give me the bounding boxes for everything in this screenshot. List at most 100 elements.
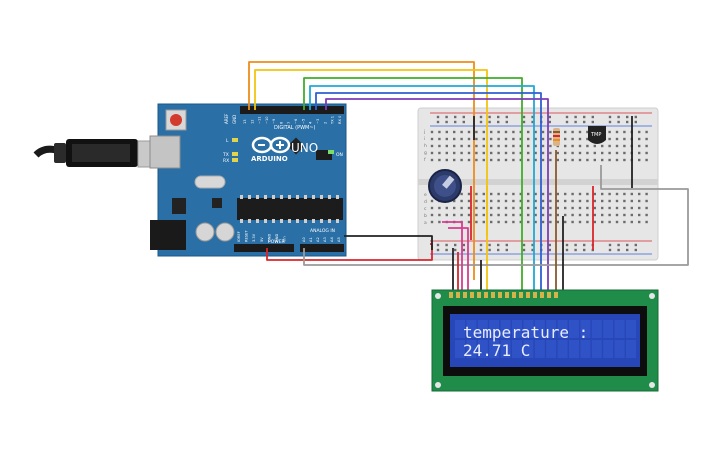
pin-label: A4 — [330, 237, 334, 242]
breadboard-hole — [541, 192, 545, 196]
breadboard-hole — [504, 137, 508, 141]
breadboard-hole — [623, 220, 626, 224]
breadboard-hole — [615, 213, 619, 217]
on-label: ON — [336, 152, 343, 158]
arduino-board: ARDUINO UNO DIGITAL (PWM~) POWER ANALOG … — [149, 103, 347, 257]
rail-hole — [531, 120, 534, 124]
breadboard-hole — [430, 158, 434, 162]
lcd-cell — [614, 320, 625, 338]
tx-label: TX — [222, 152, 229, 158]
breadboard-hole — [623, 213, 626, 217]
reset-button[interactable] — [170, 114, 182, 126]
breadboard-hole — [430, 130, 434, 134]
breadboard-hole — [571, 220, 574, 224]
lcd-cell — [512, 320, 522, 338]
rail-hole — [522, 243, 526, 247]
breadboard-hole — [586, 206, 589, 210]
breadboard-hole — [586, 213, 589, 217]
potentiometer[interactable] — [428, 169, 462, 203]
breadboard-hole — [527, 158, 530, 162]
breadboard-hole — [438, 220, 441, 224]
breadboard-hole — [608, 192, 611, 196]
breadboard-hole — [578, 199, 582, 203]
rail-hole — [522, 115, 526, 119]
breadboard-hole — [534, 137, 537, 141]
breadboard-hole — [541, 144, 545, 148]
breadboard-hole — [527, 206, 530, 210]
wire-pink-1 — [442, 221, 463, 290]
breadboard-hole — [593, 151, 596, 155]
breadboard-hole — [541, 130, 545, 134]
rail-hole — [626, 243, 629, 247]
breadboard-hole — [430, 199, 434, 203]
breadboard-hole — [601, 199, 604, 203]
rail-hole — [488, 243, 491, 247]
rail-hole — [626, 248, 629, 252]
breadboard-hole — [527, 199, 530, 203]
breadboard-hole — [482, 213, 485, 217]
breadboard-hole — [623, 199, 626, 203]
rail-hole — [634, 115, 637, 119]
breadboard-hole — [645, 130, 648, 134]
breadboard-hole — [467, 144, 471, 148]
rail-hole — [488, 115, 491, 119]
power-header — [234, 244, 294, 252]
lcd-pin — [449, 292, 453, 298]
rail-hole — [522, 120, 526, 124]
lcd-pin — [477, 292, 481, 298]
breadboard-hole — [453, 158, 456, 162]
lcd-pin — [484, 292, 488, 298]
breadboard-hole — [534, 144, 537, 148]
analog-header-label: ANALOG IN — [310, 228, 335, 234]
breadboard-hole — [497, 199, 500, 203]
lcd-pin — [512, 292, 516, 298]
rail-hole — [505, 120, 508, 124]
breadboard-hole — [534, 158, 537, 162]
breadboard-hole — [549, 151, 552, 155]
rail-hole — [565, 248, 569, 252]
pin-label: GND — [275, 234, 279, 242]
breadboard-hole — [615, 144, 619, 148]
lcd-pin — [491, 292, 495, 298]
breadboard-hole — [630, 213, 633, 217]
breadboard-hole — [586, 192, 589, 196]
breadboard-hole — [497, 130, 500, 134]
breadboard-hole — [630, 220, 633, 224]
wires — [248, 61, 689, 290]
rail-hole — [505, 243, 508, 247]
rail-hole — [548, 115, 551, 119]
rail-hole — [574, 243, 577, 247]
breadboard-hole — [519, 144, 522, 148]
breadboard-hole — [534, 151, 537, 155]
lcd-module: temperature :24.71 C — [431, 289, 659, 392]
breadboard-hole — [630, 199, 633, 203]
lcd-pin — [540, 292, 544, 298]
breadboard-hole — [445, 213, 448, 217]
lcd-cell — [512, 340, 522, 358]
pin-label: 13 — [243, 119, 247, 124]
rail-hole — [531, 248, 534, 252]
breadboard-hole — [490, 130, 493, 134]
pin-label: 7 — [287, 122, 291, 124]
pin-label: ~6 — [294, 118, 298, 124]
rail-hole — [488, 248, 491, 252]
breadboard-hole — [512, 220, 515, 224]
pin-label: A1 — [309, 237, 313, 242]
breadboard-hole — [593, 213, 596, 217]
breadboard-hole — [549, 213, 552, 217]
rail-hole — [497, 120, 500, 124]
breadboard-hole — [638, 130, 641, 134]
breadboard-hole — [512, 199, 515, 203]
breadboard-hole — [541, 151, 545, 155]
wire-pink-2 — [448, 227, 469, 290]
breadboard-hole — [578, 206, 582, 210]
lcd-cell — [626, 340, 636, 358]
breadboard-hole — [519, 192, 522, 196]
rail-hole — [497, 243, 500, 247]
breadboard-hole — [593, 144, 596, 148]
lcd-pin — [526, 292, 530, 298]
breadboard-hole — [453, 206, 456, 210]
breadboard-hole — [541, 158, 545, 162]
rail-hole — [617, 115, 620, 119]
rail-hole — [626, 115, 629, 119]
